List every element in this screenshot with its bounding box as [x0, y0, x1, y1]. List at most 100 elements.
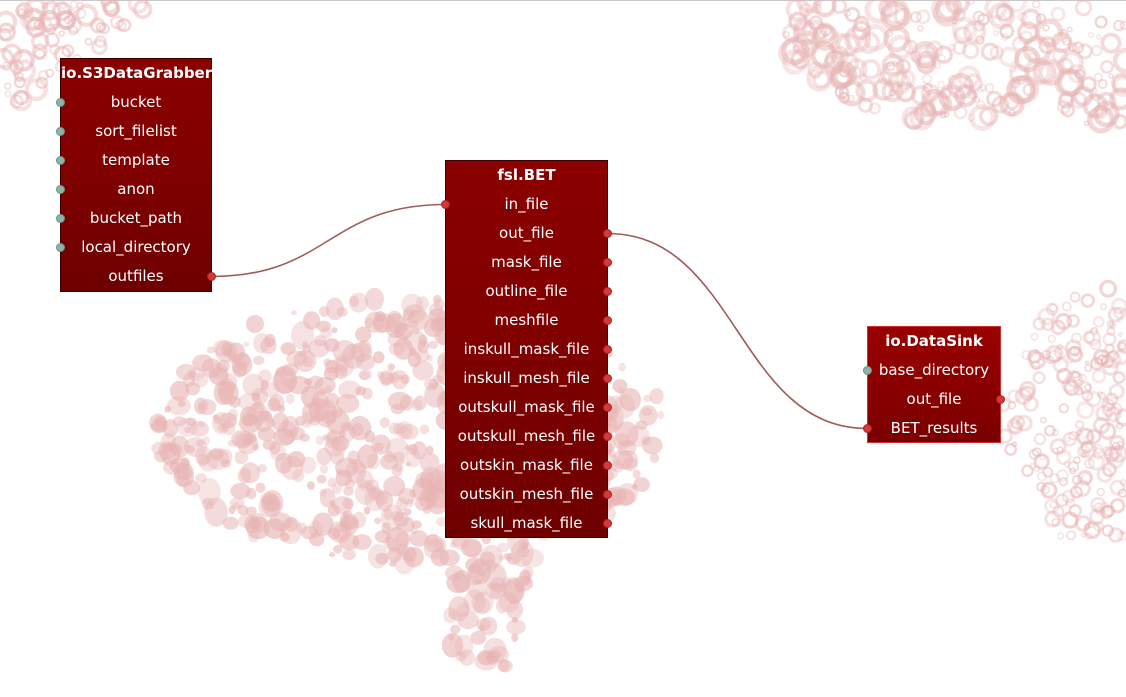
pattern-ring: [1074, 0, 1093, 17]
port-bucket: bucket: [56, 88, 211, 117]
input-port-anon[interactable]: [56, 185, 65, 194]
pattern-blob: [335, 469, 352, 487]
output-port-outskull-mesh-file[interactable]: [603, 432, 612, 441]
pattern-blob: [495, 598, 508, 614]
input-port-base-directory[interactable]: [863, 366, 872, 375]
pattern-blob: [428, 378, 439, 390]
pattern-ring: [1113, 19, 1125, 32]
pattern-ring: [995, 3, 1014, 22]
pattern-blob: [306, 481, 315, 490]
pattern-blob: [267, 397, 281, 412]
pattern-ring: [91, 38, 108, 56]
pattern-blob: [614, 488, 635, 507]
pattern-ring: [1008, 421, 1023, 436]
pattern-ring: [1112, 47, 1126, 74]
pattern-blob: [497, 542, 509, 553]
pattern-ring: [63, 15, 73, 25]
pattern-blob: [209, 448, 224, 460]
pattern-blob: [342, 497, 354, 510]
output-port-skull-mask-file[interactable]: [603, 519, 612, 528]
output-port-outfiles[interactable]: [207, 272, 216, 281]
pattern-ring: [880, 61, 908, 88]
pattern-ring: [1063, 460, 1071, 468]
pattern-ring: [1096, 487, 1106, 497]
pattern-ring: [1015, 414, 1033, 432]
pattern-blob: [432, 294, 442, 304]
pattern-ring: [1065, 355, 1074, 364]
node-fsl-bet[interactable]: fsl.BET in_file out_file mask_file outli…: [441, 160, 612, 538]
node-title: io.DataSink: [885, 332, 983, 350]
pattern-blob: [355, 326, 372, 343]
pattern-ring: [1090, 496, 1107, 513]
pattern-blob: [403, 508, 412, 516]
pattern-blob: [342, 510, 353, 519]
pattern-ring: [872, 78, 896, 101]
pattern-blob: [173, 462, 194, 481]
output-port-mask-file[interactable]: [603, 258, 612, 267]
pattern-ring: [67, 13, 76, 23]
pattern-ring: [812, 70, 831, 89]
pattern-ring: [1032, 447, 1042, 457]
output-port-out-file[interactable]: [996, 395, 1005, 404]
pattern-blob: [342, 549, 356, 561]
pattern-blob: [439, 549, 460, 567]
input-port-bet-results[interactable]: [863, 424, 872, 433]
pattern-blob: [280, 455, 304, 481]
pattern-ring: [1057, 92, 1075, 109]
input-port-bucket-path[interactable]: [56, 214, 65, 223]
pattern-ring: [15, 4, 29, 19]
pattern-blob: [243, 341, 250, 347]
node-datasink[interactable]: io.DataSink base_directory out_file BET_…: [863, 326, 1005, 443]
pattern-ring: [0, 10, 18, 34]
pattern-blob: [221, 342, 233, 357]
output-port-meshfile[interactable]: [603, 316, 612, 325]
pattern-blob: [175, 363, 196, 381]
pattern-blob: [352, 463, 367, 474]
pattern-blob: [633, 477, 650, 493]
pattern-ring: [68, 8, 75, 16]
pattern-blob: [419, 424, 430, 435]
pattern-blob: [428, 308, 448, 324]
pattern-ring: [1101, 524, 1115, 537]
pattern-ring: [877, 71, 892, 86]
node-s3datagrabber[interactable]: io.S3DataGrabber bucket sort_filelist te…: [56, 58, 216, 292]
pattern-ring: [1021, 349, 1032, 361]
pattern-blob: [381, 522, 391, 535]
pattern-ring: [1091, 87, 1098, 94]
pattern-ring: [989, 45, 1004, 60]
pattern-ring: [1056, 343, 1064, 351]
pattern-ring: [1054, 312, 1073, 331]
output-port-inskull-mesh-file[interactable]: [603, 374, 612, 383]
pattern-ring: [1099, 279, 1118, 298]
pattern-blob: [290, 321, 315, 350]
pattern-ring: [984, 0, 1008, 20]
pattern-ring: [1082, 93, 1108, 119]
pattern-blob: [202, 497, 215, 510]
output-port-out-file[interactable]: [603, 229, 612, 238]
pattern-ring: [1053, 345, 1068, 360]
output-port-outskin-mask-file[interactable]: [603, 461, 612, 470]
output-port-outline-file[interactable]: [603, 287, 612, 296]
pattern-ring: [810, 69, 821, 80]
input-port-in-file[interactable]: [441, 200, 450, 209]
input-port-bucket[interactable]: [56, 98, 65, 107]
pattern-blob: [457, 611, 479, 630]
output-port-outskin-mesh-file[interactable]: [603, 490, 612, 499]
pattern-ring: [952, 40, 967, 55]
pattern-blob: [511, 616, 519, 624]
pattern-ring: [937, 80, 945, 89]
pattern-ring: [1061, 511, 1079, 529]
pattern-blob: [316, 320, 332, 332]
input-port-template[interactable]: [56, 156, 65, 165]
pattern-ring: [910, 85, 932, 106]
pattern-ring: [1119, 20, 1126, 31]
port-mask-file: mask_file: [446, 248, 612, 277]
input-port-local-directory[interactable]: [56, 243, 65, 252]
pattern-ring: [1035, 13, 1047, 24]
input-port-sort-filelist[interactable]: [56, 127, 65, 136]
output-port-inskull-mask-file[interactable]: [603, 345, 612, 354]
pattern-blob: [208, 367, 229, 386]
pattern-blob: [473, 596, 491, 615]
pattern-blob: [417, 340, 430, 354]
output-port-outskull-mask-file[interactable]: [603, 403, 612, 412]
